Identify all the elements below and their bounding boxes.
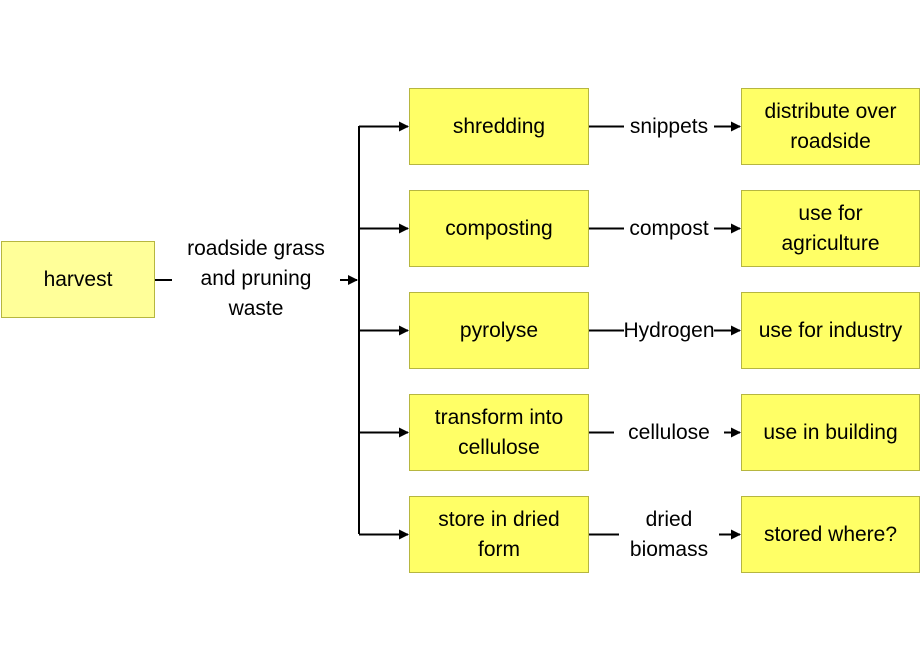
process-box: store in dried form <box>409 496 589 573</box>
process-box: composting <box>409 190 589 267</box>
output-box: distribute over roadside <box>741 88 920 165</box>
product-label: snippets <box>624 111 714 142</box>
harvest-box: harvest <box>1 241 155 318</box>
input-material-label: roadside grass and pruning waste <box>172 233 340 325</box>
product-label: cellulose <box>614 417 724 448</box>
process-box: shredding <box>409 88 589 165</box>
product-label: dried biomass <box>619 503 719 566</box>
process-box: transform into cellulose <box>409 394 589 471</box>
output-box: use for industry <box>741 292 920 369</box>
product-label: Hydrogen <box>623 315 715 346</box>
output-box: use for agriculture <box>741 190 920 267</box>
output-box: stored where? <box>741 496 920 573</box>
process-box: pyrolyse <box>409 292 589 369</box>
output-box: use in building <box>741 394 920 471</box>
product-label: compost <box>624 213 714 244</box>
